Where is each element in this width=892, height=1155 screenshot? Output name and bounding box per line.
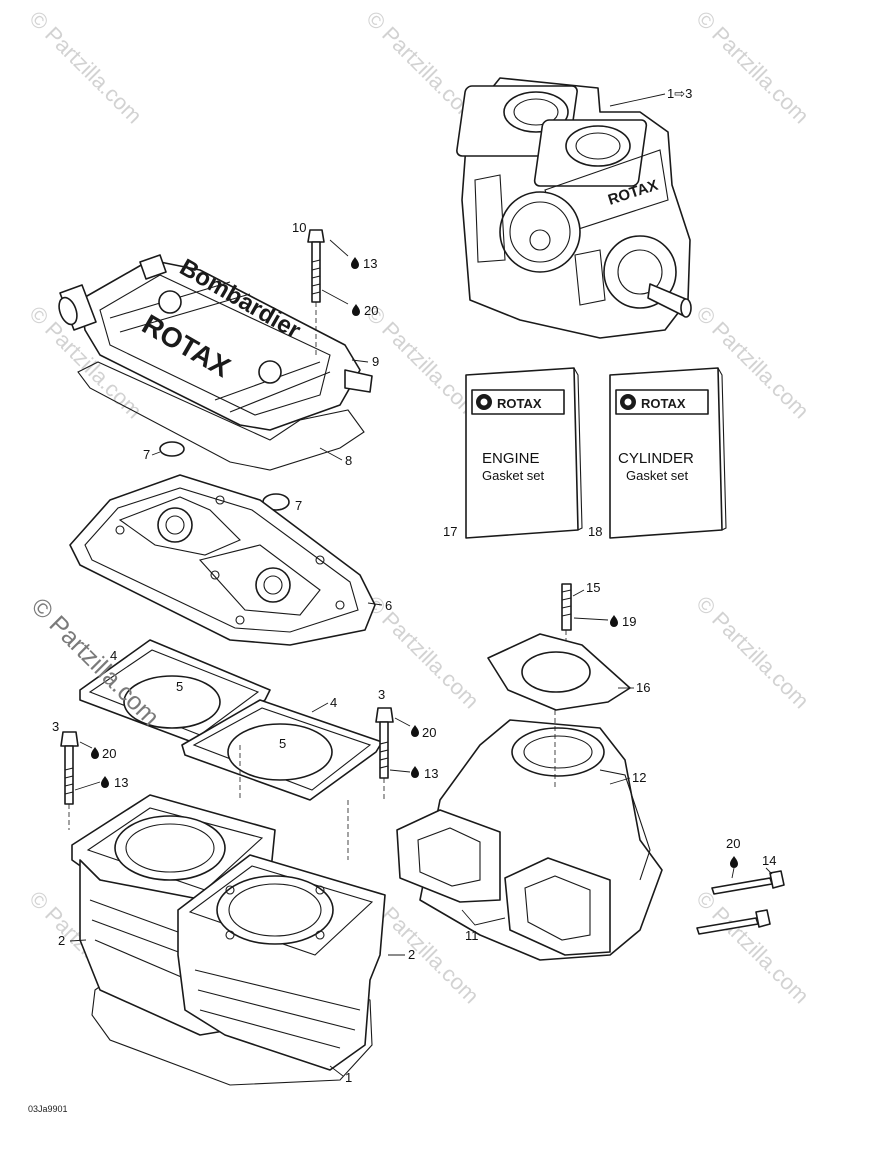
exhaust-gasket-16 — [487, 633, 631, 711]
callout-12: 12 — [632, 770, 646, 785]
callout-5: 5 — [279, 736, 286, 751]
head-gasket-left — [79, 639, 271, 746]
oil-drop-icon — [610, 615, 618, 627]
callout-4: 4 — [330, 695, 337, 710]
bolt-3-left — [60, 731, 79, 805]
oil-drop-icon — [351, 257, 359, 269]
kit-title: CYLINDER — [618, 450, 694, 467]
callout-20: 20 — [364, 303, 378, 318]
callout-3: 3 — [378, 687, 385, 702]
callout-3: 3 — [52, 719, 59, 734]
kit-title: ENGINE — [482, 450, 540, 467]
oil-drop-icon — [730, 856, 738, 868]
cylinder-head — [69, 474, 376, 646]
kit-subtitle: Gasket set — [482, 468, 545, 483]
callout-7: 7 — [143, 447, 150, 462]
stud-15 — [561, 583, 572, 631]
callout-20: 20 — [102, 746, 116, 761]
oil-drop-icon — [91, 747, 99, 759]
head-cover-gasket — [77, 361, 365, 471]
watermark-text: © Partzilla.com — [691, 6, 814, 129]
watermark-text: © Partzilla.com — [691, 886, 814, 1009]
kit-brand: ROTAX — [497, 396, 542, 411]
cylinder-head-cover: Bombardier ROTAX — [58, 254, 373, 431]
drawing-code: 03Ja9901 — [28, 1104, 68, 1114]
callout-8: 8 — [345, 453, 352, 468]
callout-13: 13 — [114, 775, 128, 790]
oil-drop-icon — [352, 304, 360, 316]
callout-7: 7 — [295, 498, 302, 513]
callout-16: 16 — [636, 680, 650, 695]
rotax-gear-icon — [620, 394, 636, 410]
cylinders — [71, 794, 386, 1086]
exhaust-manifold-12 — [396, 719, 663, 961]
oil-drop-icon — [411, 766, 419, 778]
callout-14: 14 — [762, 853, 776, 868]
engine-gasket-kit: ROTAX ENGINE Gasket set — [465, 367, 583, 539]
callout-10: 10 — [292, 220, 306, 235]
bolt-10 — [307, 229, 325, 303]
callout-1: 1 — [345, 1070, 352, 1085]
callout-19: 19 — [622, 614, 636, 629]
watermark-text: © Partzilla.com — [24, 6, 147, 129]
rotax-gear-icon — [476, 394, 492, 410]
callout-5: 5 — [176, 679, 183, 694]
callout-2: 2 — [408, 947, 415, 962]
callout-18: 18 — [588, 524, 602, 539]
bolt-14-upper — [711, 870, 785, 895]
callout-13: 13 — [363, 256, 377, 271]
head-gasket-right — [181, 699, 383, 801]
callout-2: 2 — [58, 933, 65, 948]
callout-1-3: 1⇨3 — [667, 86, 692, 101]
engine-assembly: ROTAX — [456, 77, 692, 339]
callout-4: 4 — [110, 648, 117, 663]
kit-subtitle: Gasket set — [626, 468, 689, 483]
kit-brand: ROTAX — [641, 396, 686, 411]
callout-15: 15 — [586, 580, 600, 595]
callout-9: 9 — [372, 354, 379, 369]
callout-20: 20 — [422, 725, 436, 740]
o-ring — [159, 441, 185, 457]
watermark-text: © Partzilla.com — [691, 591, 814, 714]
callout-13: 13 — [424, 766, 438, 781]
cylinder-gasket-kit: ROTAX CYLINDER Gasket set — [609, 367, 727, 539]
callout-6: 6 — [385, 598, 392, 613]
oil-drop-icon — [101, 776, 109, 788]
callout-20: 20 — [726, 836, 740, 851]
oil-drop-icon — [411, 725, 419, 737]
bolt-14-lower — [696, 909, 771, 935]
callout-11: 11 — [465, 928, 479, 943]
callout-17: 17 — [443, 524, 457, 539]
